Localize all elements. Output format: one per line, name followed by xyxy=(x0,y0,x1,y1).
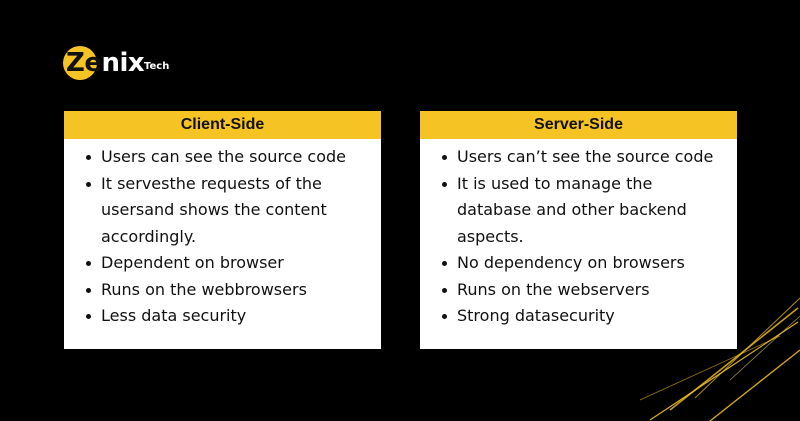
list-item: Runs on the webservers xyxy=(442,277,737,304)
streak-line xyxy=(669,307,799,411)
list-item: Dependent on browser xyxy=(86,250,381,277)
server-side-panel: Server-Side Users can’t see the source c… xyxy=(420,111,737,349)
list-item: Less data security xyxy=(86,303,381,330)
streak-line xyxy=(729,315,800,381)
logo-initial: Ze xyxy=(66,48,102,78)
client-side-list: Users can see the source code It servest… xyxy=(64,139,381,330)
streak-line xyxy=(709,349,800,421)
list-item: Runs on the webbrowsers xyxy=(86,277,381,304)
list-item: No dependency on browsers xyxy=(442,250,737,277)
server-side-title: Server-Side xyxy=(420,111,737,139)
list-item: It is used to manage the database and ot… xyxy=(442,171,737,251)
server-side-list: Users can’t see the source code It is us… xyxy=(420,139,737,330)
decorative-streaks xyxy=(640,297,800,421)
logo-sub: Tech xyxy=(144,61,170,72)
streak-line xyxy=(640,335,781,401)
list-item: Users can see the source code xyxy=(86,144,381,171)
client-side-title: Client-Side xyxy=(64,111,381,139)
client-side-panel: Client-Side Users can see the source cod… xyxy=(64,111,381,349)
streak-line xyxy=(694,297,800,399)
list-item: It servesthe requests of the usersand sh… xyxy=(86,171,381,251)
list-item: Users can’t see the source code xyxy=(442,144,737,171)
logo-wordmark: Zenix xyxy=(66,47,145,79)
logo-rest: nix xyxy=(101,48,145,78)
logo-circle xyxy=(63,46,97,80)
list-item: Strong datasecurity xyxy=(442,303,737,330)
